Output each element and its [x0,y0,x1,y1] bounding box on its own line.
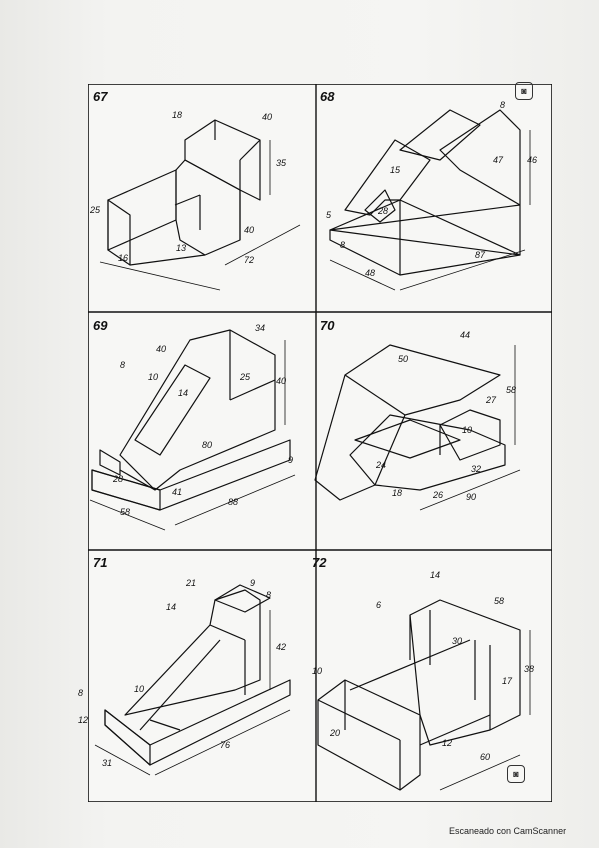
dim-label: 21 [186,578,197,588]
dim-label: 58 [494,596,505,606]
scanner-watermark: Escaneado con CamScanner [449,826,567,836]
exercise-number-71: 71 [93,555,108,570]
dim-label: 35 [276,158,287,168]
dim-label: 10 [148,372,159,382]
dim-label: 47 [493,155,504,165]
dim-label: 12 [442,738,453,748]
dim-label: 44 [460,330,471,340]
dim-label: 58 [506,385,517,395]
dim-label: 60 [480,752,491,762]
dim-label: 87 [475,250,486,260]
dim-label: 6 [376,600,382,610]
dim-label: 28 [378,206,389,216]
dim-label: 25 [240,372,251,382]
dim-label: 18 [172,110,183,120]
dim-label: 18 [392,488,403,498]
dim-label: 8 [120,360,126,370]
dim-label: 50 [398,354,409,364]
camscanner-icon: ◙ [515,82,533,100]
dim-label: 58 [120,507,131,517]
dim-label: 9 [288,455,294,465]
dim-label: 25 [90,205,101,215]
dim-label: 9 [250,578,256,588]
dim-label: 34 [255,323,266,333]
dim-label: 13 [176,243,187,253]
dim-label: 8 [78,688,84,698]
drawing-71 [94,584,291,776]
dim-label: 10 [462,425,473,435]
drawing-67 [99,119,301,291]
dim-label: 12 [78,715,89,725]
dim-label: 8 [500,100,506,110]
exercise-number-69: 69 [93,318,108,333]
camscanner-icon: ◙ [507,765,525,783]
dim-label: 76 [220,740,231,750]
dim-label: 40 [156,344,167,354]
dim-label: 31 [102,758,113,768]
dim-label: 26 [433,490,444,500]
dim-label: 46 [527,155,538,165]
drawing-69 [89,329,296,531]
dim-label: 90 [466,492,477,502]
dim-label: 38 [524,664,535,674]
exercise-number-68: 68 [320,89,335,104]
dim-label: 17 [502,676,513,686]
dim-label: 8 [266,590,272,600]
dim-label: 5 [326,210,332,220]
dim-label: 30 [452,636,463,646]
drawing-68 [329,109,531,291]
dim-label: 32 [471,464,482,474]
dim-label: 48 [365,268,376,278]
dim-label: 42 [276,642,287,652]
dim-label: 72 [244,255,255,265]
dim-label: 88 [228,497,239,507]
exercise-number-67: 67 [93,89,108,104]
dim-label: 14 [430,570,441,580]
dim-label: 14 [166,602,177,612]
dim-label: 20 [330,728,341,738]
dim-label: 40 [276,376,287,386]
dim-label: 15 [390,165,401,175]
dim-label: 80 [202,440,213,450]
dim-label: 8 [340,240,346,250]
exercise-grid [88,84,552,802]
dim-label: 27 [486,395,497,405]
exercise-number-72: 72 [312,555,327,570]
dim-label: 10 [134,684,145,694]
dim-label: 41 [172,487,183,497]
dim-label: 14 [178,388,189,398]
dim-label: 40 [262,112,273,122]
dim-label: 28 [113,474,124,484]
dim-label: 24 [376,460,387,470]
dim-label: 16 [118,253,129,263]
exercise-number-70: 70 [320,318,335,333]
dim-label: 10 [312,666,323,676]
drawing-72 [317,599,531,791]
drawing-70 [314,344,521,511]
dim-label: 40 [244,225,255,235]
